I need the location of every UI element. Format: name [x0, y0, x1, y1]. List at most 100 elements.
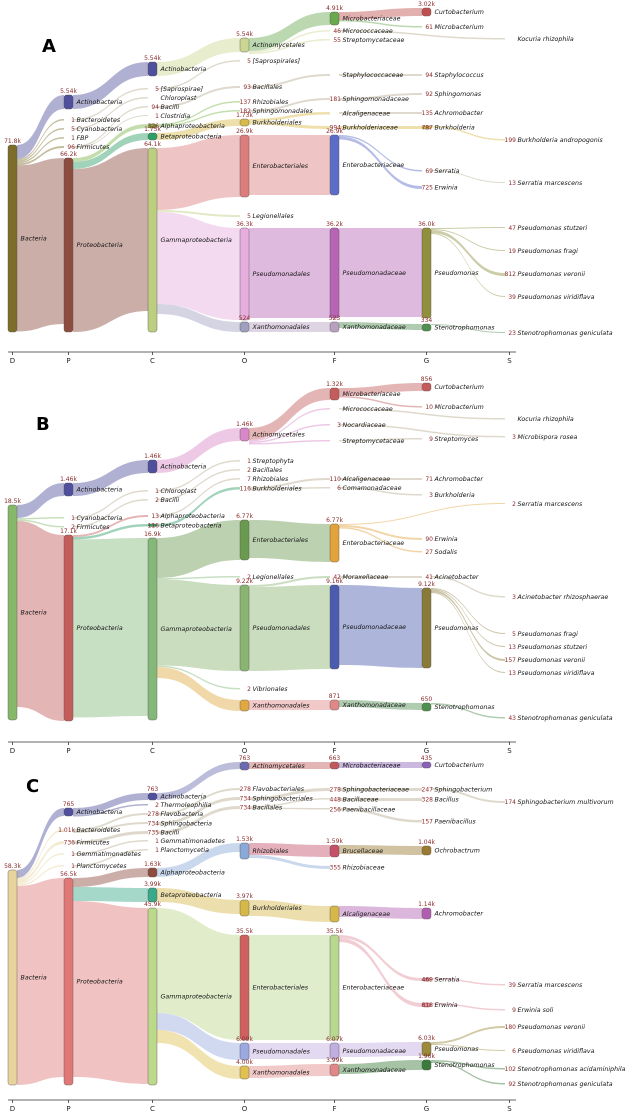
taxon-node-o_actinomyc[interactable]: [239, 37, 250, 53]
taxon-node-o_burk[interactable]: [239, 899, 250, 917]
taxon-node-o_xantho[interactable]: [239, 321, 250, 333]
taxon-count-f_microbact: 663: [329, 755, 341, 762]
taxon-node-f_microbact[interactable]: [329, 11, 340, 26]
taxon-node-o_entero[interactable]: [239, 519, 250, 561]
flow-link-o_entero-f_entero: [249, 935, 330, 1040]
taxon-count-f_pseudo: 9.16k: [326, 578, 343, 585]
taxon-node-c_alpha[interactable]: [147, 123, 158, 129]
taxon-node-c_beta[interactable]: [147, 132, 158, 141]
taxon-label-g_curto: Curtobacterium: [435, 761, 484, 769]
taxon-count-o_entero: 35.5k: [236, 928, 253, 935]
taxon-node-g_steno[interactable]: [421, 323, 432, 332]
taxon-node-p_actino[interactable]: [63, 482, 74, 497]
taxon-node-f_microbact[interactable]: [329, 761, 340, 770]
taxon-node-f_entero[interactable]: [329, 134, 340, 196]
taxon-node-o_pseudo[interactable]: [239, 227, 250, 321]
taxon-node-c_actino[interactable]: [147, 459, 158, 474]
taxon-node-f_entero[interactable]: [329, 523, 340, 563]
taxon-node-o_actinomyc[interactable]: [239, 761, 250, 771]
taxon-node-f_brucell[interactable]: [329, 844, 340, 858]
taxon-node-p_proteo[interactable]: [63, 157, 74, 333]
taxon-node-o_actinomyc[interactable]: [239, 427, 250, 442]
taxon-node-o_burk[interactable]: [239, 118, 250, 127]
taxon-node-g_pseudomonas[interactable]: [421, 227, 432, 319]
taxon-node-p_actino[interactable]: [63, 94, 74, 110]
taxon-node-bacteria[interactable]: [7, 504, 18, 721]
taxon-count-s_ps_fragi: 19: [508, 248, 516, 255]
taxon-count-f_pseudo: 36.2k: [326, 221, 343, 228]
taxon-label-c_beta: Betaproteobacteria: [161, 891, 222, 899]
taxon-label-f_nocard: Nocardiaceae: [343, 422, 386, 429]
taxon-label-s_steno_acid: Stenotrophomonas acidaminiphila: [518, 1065, 626, 1073]
taxon-node-c_beta[interactable]: [147, 523, 158, 527]
taxon-node-c_beta[interactable]: [147, 887, 158, 903]
taxon-label-g_erwinia: Erwinia: [435, 1002, 458, 1009]
taxon-node-f_xantho[interactable]: [329, 1063, 340, 1077]
flow-link-p_cyano-c_chloro: [73, 97, 148, 130]
taxon-label-bacteria: Bacteria: [21, 609, 47, 617]
taxon-node-f_microbact[interactable]: [329, 387, 340, 401]
taxon-node-p_proteo[interactable]: [63, 534, 74, 722]
taxon-node-p_proteo[interactable]: [63, 877, 74, 1086]
taxon-node-g_ochro[interactable]: [421, 845, 432, 856]
taxon-node-c_alpha[interactable]: [147, 867, 158, 878]
taxon-node-g_curto[interactable]: [421, 761, 432, 769]
taxon-node-c_gamma[interactable]: [147, 147, 158, 333]
flow-link-p_firmicutes-c_bacilli: [73, 106, 148, 148]
taxon-count-c_sphingo: 734: [148, 821, 160, 828]
taxon-node-g_burkholderia[interactable]: [421, 125, 432, 130]
taxon-node-f_entero[interactable]: [329, 934, 340, 1041]
taxon-node-o_xantho[interactable]: [239, 1065, 250, 1080]
taxon-node-c_gamma[interactable]: [147, 537, 158, 721]
taxon-node-o_pseudo[interactable]: [239, 584, 250, 672]
taxon-node-o_entero[interactable]: [239, 134, 250, 198]
taxon-count-g_achromo: 135: [422, 110, 434, 117]
taxon-label-o_sphingo: Sphingomonadales: [253, 108, 314, 115]
taxon-node-g_serratia[interactable]: [421, 977, 432, 982]
taxon-count-s_ps_stutzeri: 47: [508, 225, 516, 232]
taxon-node-o_entero[interactable]: [239, 934, 250, 1041]
taxon-node-c_gamma[interactable]: [147, 907, 158, 1086]
taxon-node-bacteria[interactable]: [7, 144, 18, 333]
taxon-label-f_comamon: Comamonadaceae: [343, 485, 402, 492]
taxon-label-c_gamma: Gammaproteobacteria: [161, 625, 232, 633]
taxon-node-g_curto[interactable]: [421, 7, 432, 17]
taxon-label-o_rhizo: Rhizobiales: [253, 848, 290, 855]
flow-link-c_gamma-o_legion: [157, 576, 240, 580]
taxon-node-p_actino[interactable]: [63, 807, 74, 817]
taxon-count-c_gamma: 16.9k: [144, 531, 161, 538]
taxon-node-f_pseudo[interactable]: [329, 227, 340, 319]
taxon-node-g_pseudomonas[interactable]: [421, 587, 432, 669]
taxon-node-f_pseudo[interactable]: [329, 1042, 340, 1060]
flow-link-bacteria-p_firmicutes: [17, 519, 64, 528]
taxon-node-bacteria[interactable]: [7, 869, 18, 1086]
taxon-label-s_steno_gen: Stenotrophomonas geniculata: [518, 329, 613, 337]
taxon-count-c_chloro: 1: [155, 488, 159, 495]
taxon-node-g_curto[interactable]: [421, 382, 432, 392]
taxon-node-c_actino[interactable]: [147, 61, 158, 77]
taxon-node-c_actino[interactable]: [147, 792, 158, 801]
taxon-node-f_pseudo[interactable]: [329, 584, 340, 670]
taxon-count-s_microbispora: 3: [512, 434, 516, 441]
taxon-count-p_plancto: 1: [71, 863, 75, 870]
taxon-label-o_entero: Enterobacteriales: [253, 536, 309, 544]
taxon-node-g_steno[interactable]: [421, 1059, 432, 1071]
taxon-node-g_steno[interactable]: [421, 702, 432, 712]
taxon-node-o_pseudo[interactable]: [239, 1042, 250, 1061]
taxon-count-c_bacilli: 94: [151, 104, 159, 111]
taxon-node-g_achromo[interactable]: [421, 907, 432, 920]
taxon-node-f_xantho[interactable]: [329, 321, 340, 333]
taxon-count-o_strepto: 1: [247, 458, 251, 465]
taxon-node-o_rhizo[interactable]: [239, 842, 250, 860]
taxon-node-g_erwinia[interactable]: [421, 1002, 432, 1008]
taxon-node-o_xantho[interactable]: [239, 699, 250, 712]
flow-link-o_sphingo-f_sphingo: [249, 98, 330, 112]
panel-letter-B: B: [36, 414, 50, 435]
taxon-count-s_sphingo_multi: 174: [505, 799, 517, 806]
taxon-node-f_alcali[interactable]: [329, 905, 340, 923]
taxon-count-o_burk: 1.73k: [236, 112, 253, 119]
taxon-node-f_xantho[interactable]: [329, 699, 340, 711]
taxon-node-g_pseudomonas[interactable]: [421, 1041, 432, 1057]
flow-link-f_entero-s_serr_marc: [339, 503, 505, 525]
